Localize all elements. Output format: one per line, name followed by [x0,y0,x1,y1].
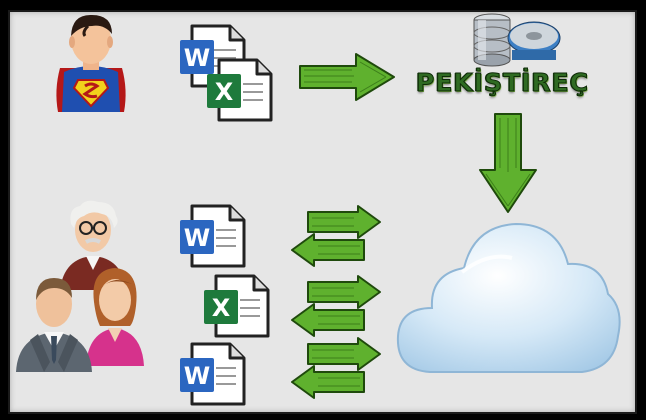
brand-title: PEKİŞTİREÇ [415,68,590,98]
down-arrow-icon [478,112,538,214]
businesswoman-user-icon [80,262,150,366]
superhero-user-icon [52,10,130,114]
bidirectional-arrows-icon [288,275,384,340]
right-arrow-icon [298,52,396,102]
cloud-icon [392,212,624,384]
word-glyph: W [184,44,210,72]
word-document-icon: W [178,204,248,268]
word-glyph: W [184,362,210,390]
excel-glyph: X [215,78,234,106]
excel-glyph: X [212,294,231,322]
database-server-icon [468,10,564,72]
excel-document-icon: X [202,274,272,338]
word-glyph: W [184,224,210,252]
bidirectional-arrows-icon [288,337,384,402]
bidirectional-arrows-icon [288,205,384,270]
word-document-icon: W [178,342,248,406]
excel-document-icon: X [205,58,275,122]
businessman-user-icon [14,270,94,372]
scientist-user-icon [56,198,130,290]
